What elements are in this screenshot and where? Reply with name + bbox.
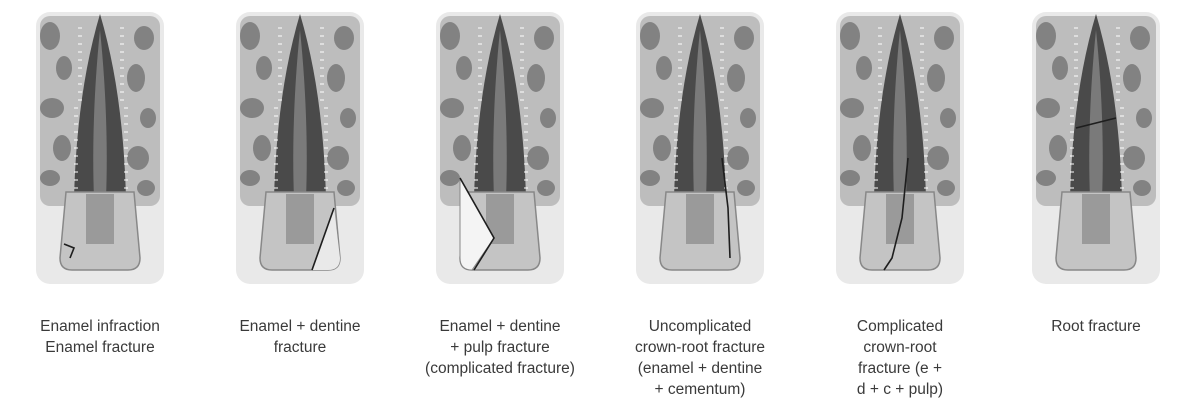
trabecula-blob xyxy=(927,146,949,170)
trabecula-blob xyxy=(327,64,345,92)
caption-line: + pulp fracture xyxy=(400,337,600,358)
trabecula-blob xyxy=(840,98,864,118)
caption-line: d + c + pulp) xyxy=(800,379,1000,400)
trabecula-blob xyxy=(240,22,260,50)
trabecula-blob xyxy=(740,108,756,128)
trabecula-blob xyxy=(1123,146,1145,170)
trabecula-blob xyxy=(534,26,554,50)
caption-line: Root fracture xyxy=(996,316,1192,337)
caption-line: (complicated fracture) xyxy=(400,358,600,379)
trabecula-blob xyxy=(1052,56,1068,80)
caption-line: (enamel + dentine xyxy=(600,358,800,379)
pulp-chamber xyxy=(86,194,114,244)
trabecula-blob xyxy=(340,108,356,128)
trabecula-blob xyxy=(256,56,272,80)
panel-uncomplicated-crown-root-fracture: Uncomplicated crown-root fracture (ename… xyxy=(600,8,800,416)
caption-line: crown-root xyxy=(800,337,1000,358)
tooth-illustration xyxy=(634,8,766,288)
trabecula-blob xyxy=(940,108,956,128)
panel-caption: Enamel + dentine fracture xyxy=(200,316,400,358)
pulp-chamber xyxy=(886,194,914,244)
trabecula-blob xyxy=(1036,170,1056,186)
trabecula-blob xyxy=(734,26,754,50)
trabecula-blob xyxy=(127,64,145,92)
trabecula-blob xyxy=(1133,180,1151,196)
trabecula-blob xyxy=(440,98,464,118)
trabecula-blob xyxy=(253,135,271,161)
tooth-illustration xyxy=(234,8,366,288)
caption-line: Enamel fracture xyxy=(0,337,200,358)
trabecula-blob xyxy=(334,26,354,50)
trabecula-blob xyxy=(640,22,660,50)
trabecula-blob xyxy=(127,146,149,170)
trabecula-blob xyxy=(440,22,460,50)
trabecula-blob xyxy=(40,98,64,118)
tooth-illustration xyxy=(34,8,166,288)
caption-line: Enamel + dentine xyxy=(200,316,400,337)
trabecula-blob xyxy=(40,170,60,186)
panel-caption: Root fracture xyxy=(996,316,1192,337)
trabecula-blob xyxy=(1136,108,1152,128)
panel-caption: Enamel + dentine + pulp fracture (compli… xyxy=(400,316,600,379)
trabecula-blob xyxy=(856,56,872,80)
trabecula-blob xyxy=(240,170,260,186)
trabecula-blob xyxy=(240,98,264,118)
panel-caption: Enamel infraction Enamel fracture xyxy=(0,316,200,358)
caption-line: Enamel + dentine xyxy=(400,316,600,337)
trabecula-blob xyxy=(1130,26,1150,50)
trabecula-blob xyxy=(40,22,60,50)
trabecula-blob xyxy=(927,64,945,92)
trabecula-blob xyxy=(140,108,156,128)
trabecula-blob xyxy=(1049,135,1067,161)
trabecula-blob xyxy=(53,135,71,161)
trabecula-blob xyxy=(840,22,860,50)
trabecula-blob xyxy=(840,170,860,186)
panel-complicated-crown-fracture: Enamel + dentine + pulp fracture (compli… xyxy=(400,8,600,416)
trabecula-blob xyxy=(537,180,555,196)
panel-enamel-dentine-fracture: Enamel + dentine fracture xyxy=(200,8,400,416)
tooth-illustration xyxy=(434,8,566,288)
trabecula-blob xyxy=(456,56,472,80)
panel-enamel-infraction: Enamel infraction Enamel fracture xyxy=(0,8,200,416)
pulp-chamber xyxy=(1082,194,1110,244)
trabecula-blob xyxy=(137,180,155,196)
pulp-chamber xyxy=(686,194,714,244)
trabecula-blob xyxy=(540,108,556,128)
trabecula-blob xyxy=(440,170,460,186)
trabecula-blob xyxy=(656,56,672,80)
trabecula-blob xyxy=(527,146,549,170)
trabecula-blob xyxy=(727,146,749,170)
tooth-illustration xyxy=(834,8,966,288)
caption-line: Complicated xyxy=(800,316,1000,337)
panel-root-fracture: Root fracture xyxy=(996,8,1192,416)
trabecula-blob xyxy=(1036,22,1056,50)
pulp-chamber xyxy=(286,194,314,244)
trabecula-blob xyxy=(337,180,355,196)
trabecula-blob xyxy=(727,64,745,92)
trabecula-blob xyxy=(134,26,154,50)
caption-line: crown-root fracture xyxy=(600,337,800,358)
panel-complicated-crown-root-fracture: Complicated crown-root fracture (e + d +… xyxy=(800,8,1000,416)
tooth-illustration xyxy=(1030,8,1162,288)
trabecula-blob xyxy=(327,146,349,170)
trabecula-blob xyxy=(527,64,545,92)
trabecula-blob xyxy=(1036,98,1060,118)
trabecula-blob xyxy=(937,180,955,196)
trabecula-blob xyxy=(853,135,871,161)
trabecula-blob xyxy=(453,135,471,161)
panel-caption: Uncomplicated crown-root fracture (ename… xyxy=(600,316,800,400)
trabecula-blob xyxy=(56,56,72,80)
trabecula-blob xyxy=(934,26,954,50)
trabecula-blob xyxy=(640,170,660,186)
trabecula-blob xyxy=(737,180,755,196)
trabecula-blob xyxy=(640,98,664,118)
caption-line: fracture (e + xyxy=(800,358,1000,379)
trabecula-blob xyxy=(653,135,671,161)
caption-line: Enamel infraction xyxy=(0,316,200,337)
caption-line: Uncomplicated xyxy=(600,316,800,337)
caption-line: + cementum) xyxy=(600,379,800,400)
caption-line: fracture xyxy=(200,337,400,358)
panel-caption: Complicated crown-root fracture (e + d +… xyxy=(800,316,1000,400)
trabecula-blob xyxy=(1123,64,1141,92)
